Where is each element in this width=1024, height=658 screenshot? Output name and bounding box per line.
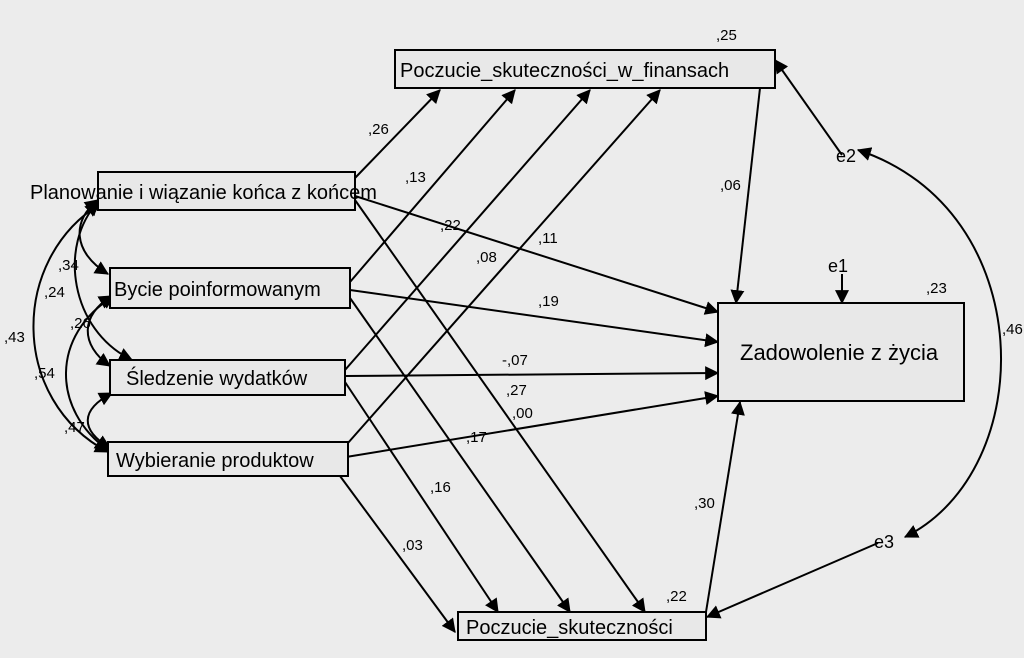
coef-bycie-psk: ,00 xyxy=(512,405,533,422)
path-wyb-psk xyxy=(339,475,456,633)
corr-label-plan-bycie: ,34 xyxy=(58,257,79,274)
exogenous-correlations xyxy=(32,199,134,453)
corr-label-bycie-wyb: ,54 xyxy=(34,365,55,382)
path-bycie-pskf xyxy=(349,89,516,283)
node-pskf: Poczucie_skuteczności_w_finansach xyxy=(394,49,776,89)
corr-label-e2-e3: ,46 xyxy=(1002,321,1023,338)
path-plan-pskf xyxy=(354,89,441,179)
r2-pskf: ,25 xyxy=(716,27,737,44)
node-plan-label: Planowanie i wiązanie końca z końcem xyxy=(30,182,377,204)
r2-zad: ,23 xyxy=(926,280,947,297)
path-bycie-psk xyxy=(349,297,571,613)
coef-plan-zad: ,22 xyxy=(440,217,461,234)
path-plan-zad xyxy=(354,195,720,315)
corr-plan-bycie xyxy=(78,199,109,275)
node-bycie-label: Bycie poinformowanym xyxy=(114,279,321,301)
path-sled-zad xyxy=(344,366,720,381)
r2-psk: ,22 xyxy=(666,588,687,605)
path-sled-psk xyxy=(344,381,499,613)
corr-label-plan-sled: ,24 xyxy=(44,284,65,301)
path-wyb-pskf xyxy=(339,89,661,453)
node-sled: Śledzenie wydatków xyxy=(109,359,346,396)
path-psk-zad xyxy=(705,400,745,613)
coef-pskf-zad: ,06 xyxy=(720,177,741,194)
path-sled-pskf xyxy=(344,89,591,371)
coef-sled-psk: ,16 xyxy=(430,479,451,496)
node-psk-label: Poczucie_skuteczności xyxy=(466,617,673,639)
node-zad: Zadowolenie z życia xyxy=(717,302,965,402)
node-zad-label: Zadowolenie z życia xyxy=(740,340,939,365)
coef-wyb-pskf: ,11 xyxy=(538,230,558,247)
error-e3-label: e3 xyxy=(874,532,894,552)
coef-plan-pskf: ,26 xyxy=(368,121,389,138)
corr-plan-wyb xyxy=(32,203,110,453)
path-wyb-zad xyxy=(339,391,720,459)
path-e3-psk xyxy=(705,542,879,619)
paths-to-zad xyxy=(339,87,761,613)
corr-label-plan-wyb: ,43 xyxy=(4,329,25,346)
paths-to-psk xyxy=(339,199,646,633)
coef-bycie-pskf: ,13 xyxy=(405,169,426,186)
paths-to-pskf xyxy=(339,89,661,453)
coef-sled-pskf: ,08 xyxy=(476,249,497,266)
coef-wyb-psk: ,03 xyxy=(402,537,423,554)
corr-label-bycie-sled: ,26 xyxy=(70,315,91,332)
corr-sled-wyb xyxy=(86,392,114,449)
path-e2-pskf xyxy=(774,59,843,156)
coef-sled-zad: -,07 xyxy=(502,352,528,369)
path-plan-psk xyxy=(354,199,646,613)
node-plan: Planowanie i wiązanie końca z końcem xyxy=(30,171,377,211)
node-sled-label: Śledzenie wydatków xyxy=(126,366,308,390)
node-pskf-label: Poczucie_skuteczności_w_finansach xyxy=(400,60,729,82)
coef-wyb-zad: ,17 xyxy=(466,429,487,446)
node-wyb-label: Wybieranie produktow xyxy=(116,450,314,472)
corr-e2-e3 xyxy=(856,147,1002,538)
coef-bycie-zad: ,19 xyxy=(538,293,559,310)
error-e1-label: e1 xyxy=(828,256,848,276)
error-e2-label: e2 xyxy=(836,146,856,166)
node-wyb: Wybieranie produktow xyxy=(107,441,349,477)
node-psk: Poczucie_skuteczności xyxy=(457,611,707,641)
node-bycie: Bycie poinformowanym xyxy=(109,267,351,309)
coef-psk-zad: ,30 xyxy=(694,495,715,512)
path-pskf-zad xyxy=(730,87,761,305)
corr-bycie-wyb xyxy=(65,295,115,451)
coef-plan-psk: ,27 xyxy=(506,382,527,399)
corr-label-sled-wyb: ,47 xyxy=(64,419,85,436)
error-terms: e1 e2 e3 xyxy=(705,59,1002,619)
correlation-coefficients: ,34 ,24 ,26 ,43 ,54 ,47 ,46 xyxy=(4,257,1023,436)
path-bycie-zad xyxy=(349,289,720,348)
path-coefficients: ,26 ,13 ,22 ,11 ,08 ,19 -,07 ,27 ,00 ,17… xyxy=(368,121,741,554)
